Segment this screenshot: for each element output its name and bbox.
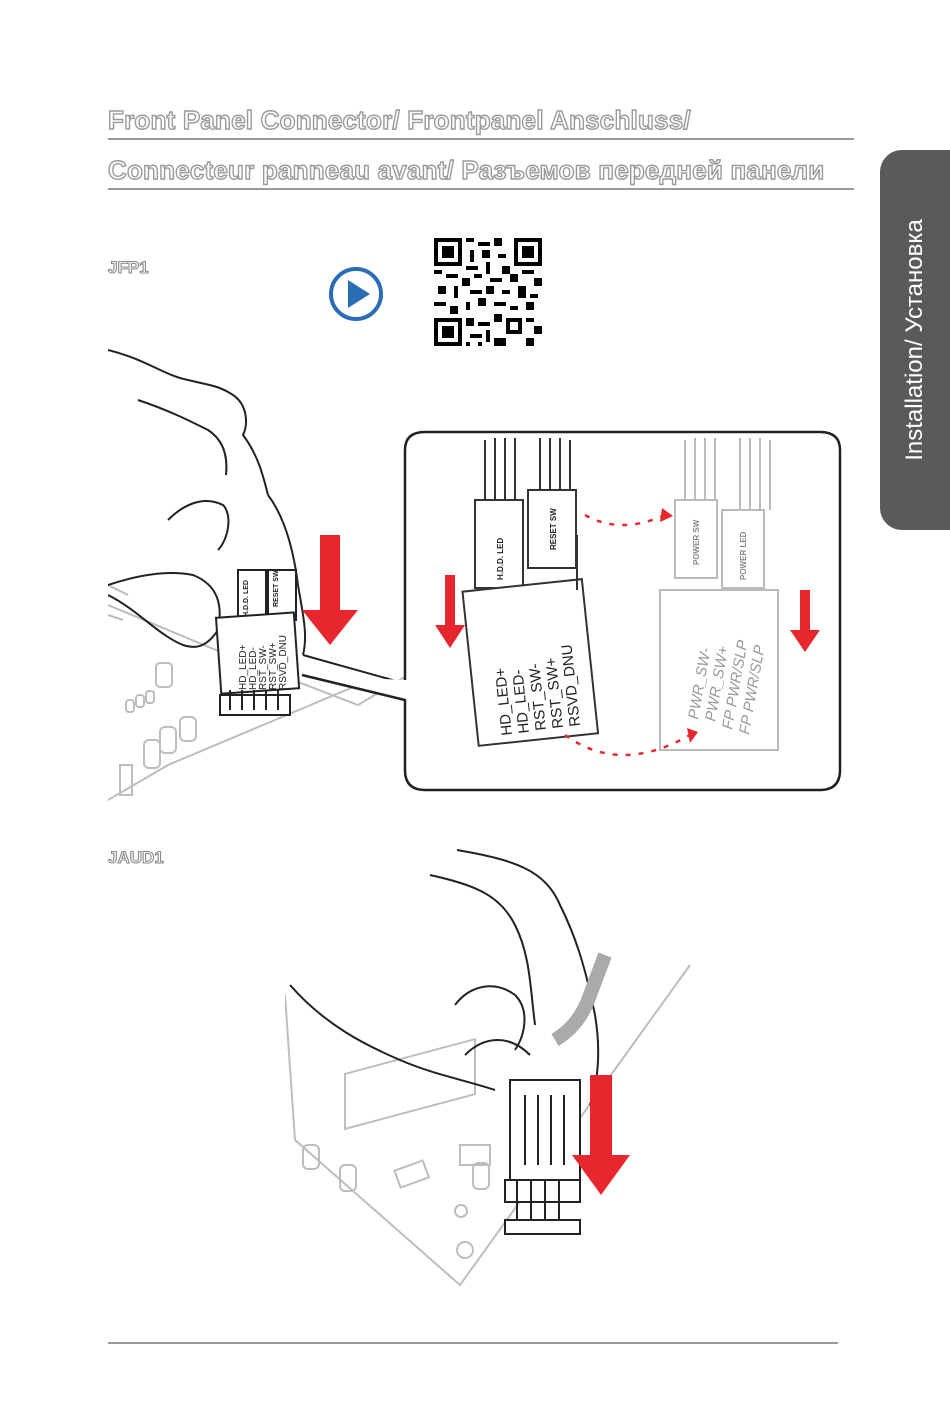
hand-pin-label-1: HD_LED- <box>248 647 259 690</box>
hand-pin-label-3: RST_SW+ <box>268 642 279 690</box>
hand-pin-label-0: HD_LED+ <box>238 645 249 690</box>
side-tab-label: Installation/ Установка <box>901 219 928 461</box>
qr-code-icon[interactable] <box>434 238 542 346</box>
hand-connector-label-0: H.D.D. LED <box>243 580 250 617</box>
connector-label-power-led: POWER LED <box>739 531 748 580</box>
connector-label-power-sw: POWER SW <box>692 519 701 565</box>
hand-connector-label-1: RESET SW <box>273 570 280 607</box>
jfp1-detail-callout: H.D.D. LED RESET SW HD_LED+ HD_LED- RST_… <box>301 430 842 792</box>
section-side-tab: Installation/ Установка <box>880 150 950 530</box>
audio-insert-arrow <box>572 1075 630 1195</box>
insert-arrow <box>302 535 358 645</box>
connector-label-reset-sw: RESET SW <box>549 508 558 550</box>
title-underline-1 <box>108 138 854 140</box>
jaud1-hand-illustration <box>285 849 691 1287</box>
play-icon[interactable] <box>328 266 384 322</box>
jfp1-hand-illustration: H.D.D. LED RESET SW HD_LED+ HD_LED- RST_… <box>108 349 428 801</box>
hand-pin-label-2: RST_SW- <box>258 645 269 690</box>
title-underline-2 <box>108 188 854 190</box>
hand-pin-label-4: RSVD_DNU <box>278 635 289 690</box>
jaud1-label: JAUD1 <box>107 847 164 867</box>
pin-label-hd-led-minus: HD_LED- <box>509 669 533 735</box>
page-title-line-2: Connecteur panneau avant/ Разъемов перед… <box>107 154 825 185</box>
page-title-line-1: Front Panel Connector/ Frontpanel Anschl… <box>107 104 691 135</box>
footer-rule <box>108 1342 838 1344</box>
connector-label-hdd-led: H.D.D. LED <box>496 538 505 580</box>
pin-label-rst-sw-minus: RST_SW- <box>526 663 550 732</box>
jfp1-label: JFP1 <box>107 257 149 277</box>
